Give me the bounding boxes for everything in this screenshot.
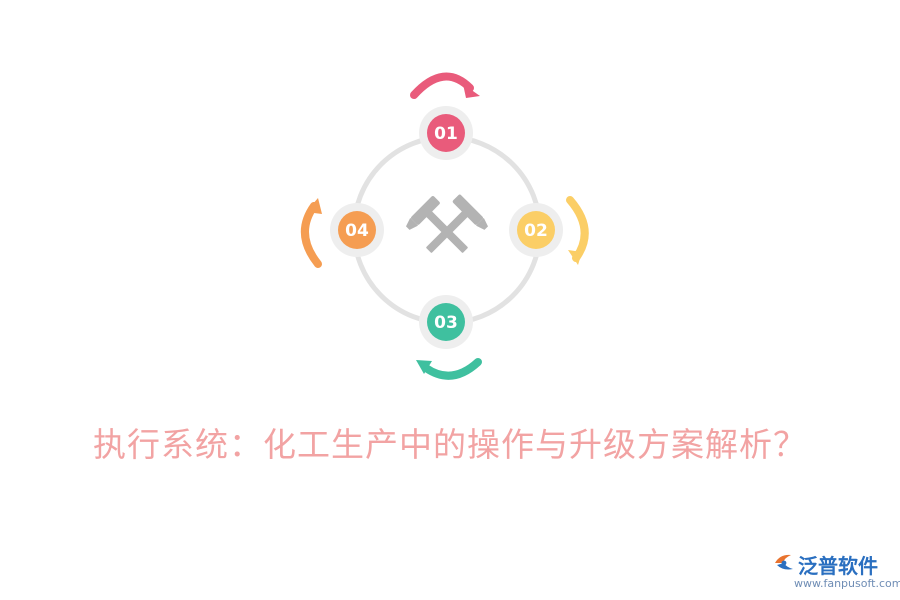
arrow-right xyxy=(566,196,589,265)
step-node-02: 02 xyxy=(509,203,563,257)
step-04-label: 04 xyxy=(345,221,369,241)
arrow-top xyxy=(410,72,480,99)
step-02-label: 02 xyxy=(524,221,548,241)
brand-url: www.fanpusoft.com xyxy=(794,577,900,590)
step-04-dot xyxy=(338,211,376,249)
brand-logo-icon xyxy=(775,554,793,570)
page-headline: 执行系统：化工生产中的操作与升级方案解析？ xyxy=(93,425,807,464)
step-01-dot xyxy=(427,114,465,152)
crossed-hammers-icon xyxy=(405,194,489,253)
arrow-left xyxy=(300,198,322,268)
brand-name: 泛普软件 xyxy=(798,554,878,578)
step-01-label: 01 xyxy=(434,124,458,144)
step-node-04: 04 xyxy=(330,203,384,257)
step-03-dot xyxy=(427,303,465,341)
step-02-dot xyxy=(517,211,555,249)
step-03-label: 03 xyxy=(434,313,458,333)
brand-watermark: 泛普软件 www.fanpusoft.com xyxy=(772,550,900,594)
step-node-01: 01 xyxy=(419,106,473,160)
arrow-bottom xyxy=(416,358,482,380)
step-node-03: 03 xyxy=(419,295,473,349)
